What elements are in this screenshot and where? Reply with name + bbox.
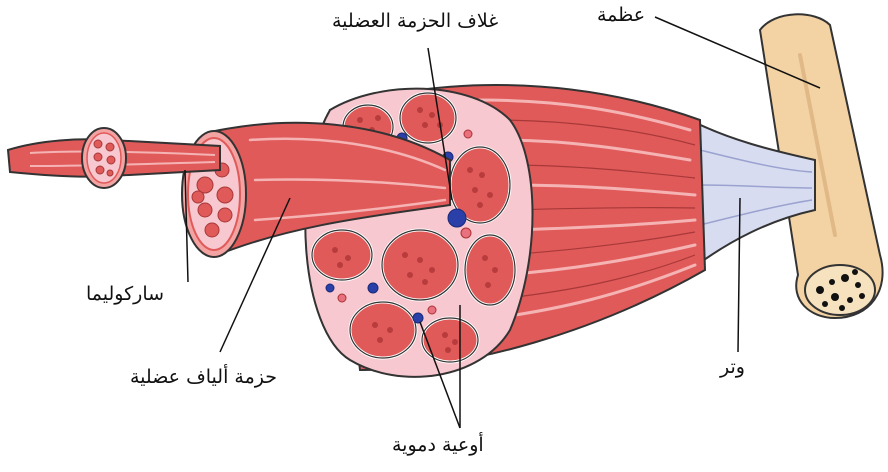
label-blood-vessels: أوعية دموية: [392, 436, 484, 455]
label-bone: عظمة: [597, 6, 645, 25]
label-sarcolemma: ساركوليما: [86, 285, 164, 304]
label-perimysium: غلاف الحزمة العضلية: [332, 12, 498, 31]
label-fascicle: حزمة ألياف عضلية: [130, 368, 277, 387]
label-tendon: وتر: [720, 358, 745, 377]
